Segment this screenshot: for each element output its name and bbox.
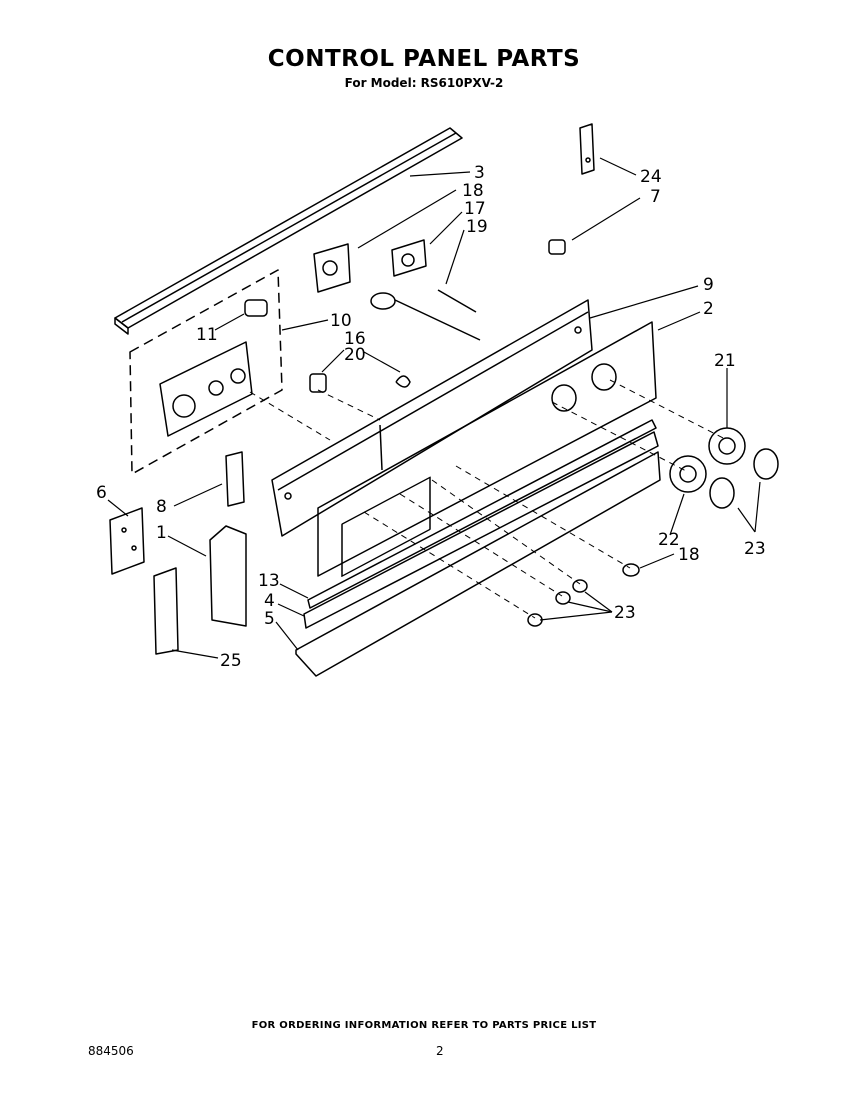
part-25-end-piece — [153, 567, 179, 655]
part-24-bracket — [579, 123, 595, 175]
part-23-grommets — [527, 579, 588, 627]
part-9-panel-backing — [271, 299, 593, 537]
part-19-clip — [395, 375, 411, 388]
document-number: 884506 — [88, 1044, 134, 1058]
callout-16: 19 — [466, 217, 488, 237]
callout-21: 22 — [658, 530, 680, 550]
part-15-switch — [313, 243, 351, 293]
part-22-knob-b — [709, 477, 735, 509]
part-21-skirt — [669, 455, 707, 493]
callout-1: 1 — [156, 523, 167, 543]
part-20-skirt — [708, 427, 746, 465]
callout-6: 6 — [96, 483, 107, 503]
part-5-trim — [295, 451, 661, 677]
part-22-knob-a — [753, 448, 779, 480]
callout-5: 5 — [264, 609, 275, 629]
callout-15: 18 — [462, 181, 484, 201]
callout-3: 3 — [474, 163, 485, 183]
callout-20: 21 — [714, 351, 736, 371]
part-16-lamp — [370, 289, 481, 341]
part-6-bracket — [109, 507, 145, 575]
callout-14: 17 — [464, 199, 486, 219]
part-17-bulb — [309, 373, 327, 393]
part-14-switch — [391, 239, 427, 277]
callout-18: 18 — [678, 545, 700, 565]
callout-8: 8 — [156, 497, 167, 517]
model-subtitle: For Model: RS610PXV-2 — [344, 76, 504, 90]
callout-25: 25 — [220, 651, 242, 671]
callout-2: 2 — [703, 299, 714, 319]
part-1-end-cap — [209, 525, 247, 627]
part-13-trim — [307, 419, 657, 609]
callout-4: 4 — [264, 591, 275, 611]
callout-22: 23 — [744, 539, 766, 559]
part-11-clip — [244, 299, 268, 317]
callout-10: 10 — [330, 311, 352, 331]
callout-13: 13 — [258, 571, 280, 591]
callout-24: 24 — [640, 167, 662, 187]
callout-11: 11 — [196, 325, 218, 345]
part-4-trim — [303, 431, 659, 629]
callout-7: 7 — [650, 187, 661, 207]
callout-17: 16 — [344, 329, 366, 349]
part-10-clock — [129, 269, 283, 475]
callout-19: 20 — [344, 345, 366, 365]
callout-23: 23 — [614, 603, 636, 623]
part-8-bracket — [225, 451, 245, 507]
ordering-note: FOR ORDERING INFORMATION REFER TO PARTS … — [251, 1020, 597, 1031]
page-title: CONTROL PANEL PARTS — [267, 46, 581, 72]
part-7-switch — [548, 239, 566, 255]
part-3-top-rail — [114, 127, 463, 335]
part-2-front-panel — [317, 321, 657, 578]
page-number: 2 — [436, 1044, 444, 1058]
callout-9: 9 — [703, 275, 714, 295]
part-18-grommet — [622, 563, 640, 577]
